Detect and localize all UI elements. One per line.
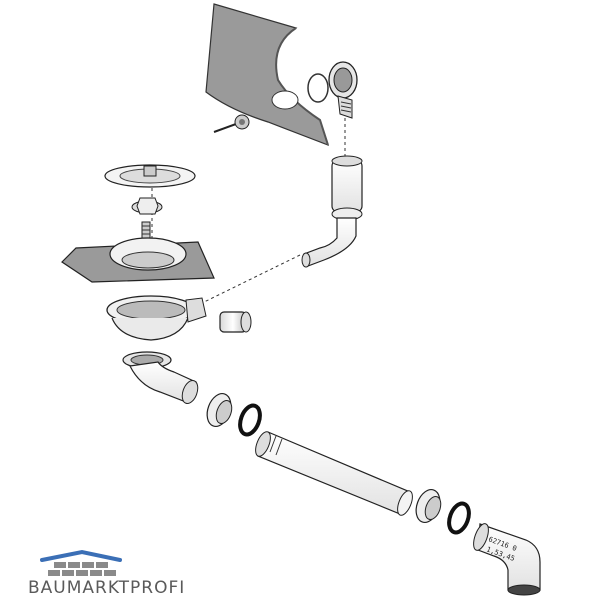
- pipe-nut-2: [415, 488, 442, 524]
- overflow-tube: [301, 155, 363, 268]
- final-elbow: 62716 0 1,53,45: [473, 523, 541, 596]
- strainer-basket: [104, 164, 196, 188]
- strainer-nut: [131, 197, 163, 241]
- brand-logo: BAUMARKTPROFI: [28, 548, 184, 600]
- outlet-elbow: [122, 351, 199, 405]
- overflow-screw: [213, 114, 250, 133]
- roof-icon: [40, 549, 122, 576]
- overflow-gasket-ring: [307, 73, 329, 103]
- pipe-nut-1: [206, 392, 233, 428]
- seal-ring-1: [238, 403, 262, 437]
- drain-body: [106, 295, 207, 341]
- long-drain-pipe: [255, 431, 413, 516]
- brand-name: BAUMARKTPROFI: [28, 578, 186, 598]
- sink-floor-plate: [61, 237, 215, 283]
- sink-wall-panel: [205, 3, 329, 147]
- seal-ring-2: [447, 501, 471, 535]
- overflow-connector: [219, 311, 252, 333]
- overflow-head: [328, 61, 358, 119]
